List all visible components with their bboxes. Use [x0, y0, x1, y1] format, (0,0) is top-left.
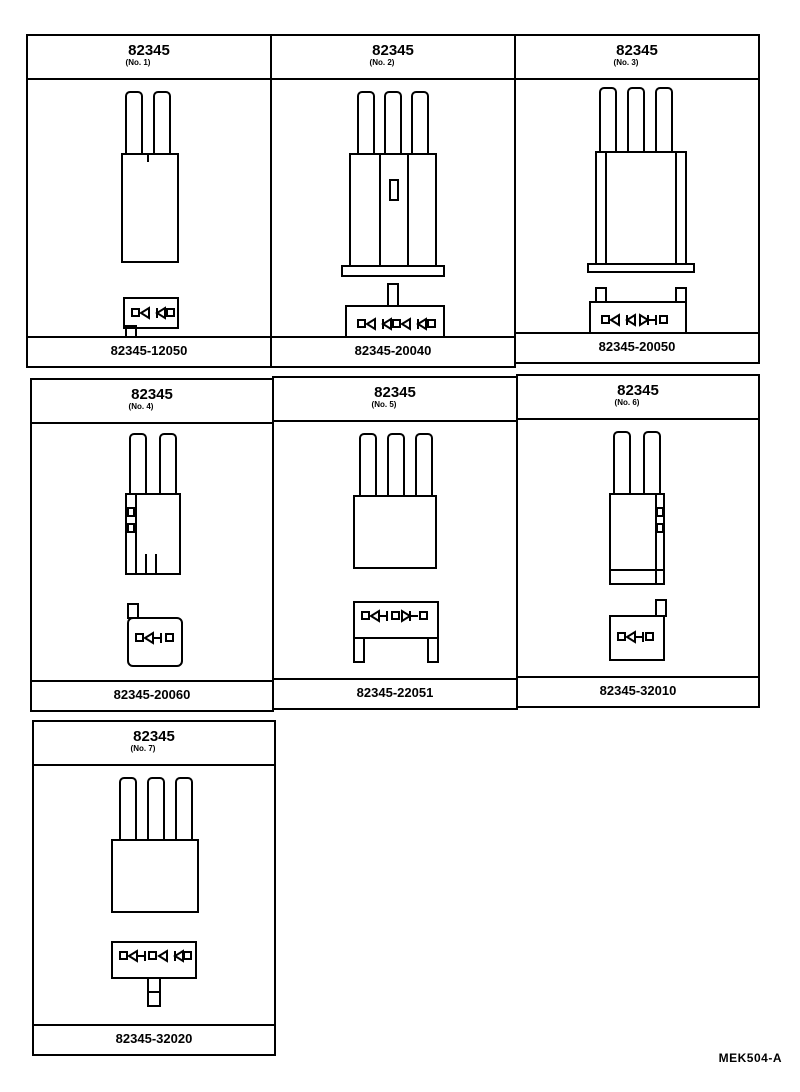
part-header: 82345 (No. 1) [28, 36, 270, 80]
connector-top-view [354, 602, 438, 662]
part-drawing [274, 422, 516, 678]
connector-side-view [588, 88, 694, 272]
part-code: 82345 [133, 728, 175, 745]
part-cell-4: 82345 (No. 4) 82345-20060 [30, 378, 274, 712]
part-cell-7: 82345 (No. 7) 82345-32020 [32, 720, 276, 1056]
part-footer: 82345-22051 [274, 678, 516, 708]
part-number: 82345-32010 [599, 683, 677, 698]
part-sub-number: (No. 5) [371, 400, 397, 409]
connector-top-view [128, 604, 182, 666]
part-header: 82345 (No. 6) [518, 376, 758, 420]
part-number: 82345-12050 [110, 343, 188, 358]
part-cell-6: 82345 (No. 6) 82345-32010 [516, 374, 760, 708]
part-code: 82345 [372, 42, 414, 59]
part-footer: 82345-20040 [272, 336, 514, 366]
connector-top-view [610, 600, 666, 660]
part-footer: 82345-20060 [32, 680, 272, 710]
connector-top-view [124, 298, 178, 338]
part-footer: 82345-12050 [28, 336, 270, 366]
part-drawing [518, 420, 758, 676]
connector-side-view [126, 434, 180, 574]
part-header: 82345 (No. 4) [32, 380, 272, 424]
part-cell-2: 82345 (No. 2) [270, 34, 516, 368]
connector-side-view [354, 434, 436, 568]
part-header: 82345 (No. 3) [516, 36, 758, 80]
part-cell-1: 82345 (No. 1) 82345-12050 [26, 34, 272, 368]
connector-top-view [346, 284, 444, 338]
part-sub-number: (No. 1) [125, 58, 151, 67]
part-number: 82345-20040 [354, 343, 432, 358]
part-drawing [28, 80, 270, 336]
part-number: 82345-20050 [598, 339, 676, 354]
connector-top-view [590, 288, 686, 334]
part-code: 82345 [128, 42, 170, 59]
part-code: 82345 [616, 42, 658, 59]
part-sub-number: (No. 7) [130, 744, 156, 753]
part-cell-3: 82345 (No. 3) 82 [514, 34, 760, 364]
part-sub-number: (No. 3) [613, 58, 639, 67]
part-code: 82345 [374, 384, 416, 401]
part-drawing [32, 424, 272, 680]
part-drawing [272, 80, 514, 338]
part-footer: 82345-32020 [34, 1024, 274, 1054]
part-header: 82345 (No. 5) [274, 378, 516, 422]
connector-side-view [122, 92, 178, 262]
part-footer: 82345-20050 [516, 332, 758, 362]
part-header: 82345 (No. 7) [34, 722, 274, 766]
part-sub-number: (No. 6) [614, 398, 640, 407]
part-sub-number: (No. 4) [128, 402, 154, 411]
part-code: 82345 [131, 386, 173, 403]
part-code: 82345 [617, 382, 659, 399]
part-drawing [34, 766, 274, 1024]
part-drawing [516, 80, 758, 334]
connector-side-view [342, 92, 444, 276]
connector-top-view [112, 942, 196, 1006]
part-number: 82345-20060 [113, 687, 191, 702]
part-footer: 82345-32010 [518, 676, 758, 706]
part-number: 82345-32020 [115, 1031, 193, 1046]
part-header: 82345 (No. 2) [272, 36, 514, 80]
drawing-id: MEK504-A [718, 1051, 782, 1065]
connector-side-view [112, 778, 198, 912]
part-cell-5: 82345 (No. 5) 82345-22051 [272, 376, 518, 710]
part-number: 82345-22051 [356, 685, 434, 700]
part-sub-number: (No. 2) [369, 58, 395, 67]
connector-side-view [610, 432, 664, 584]
